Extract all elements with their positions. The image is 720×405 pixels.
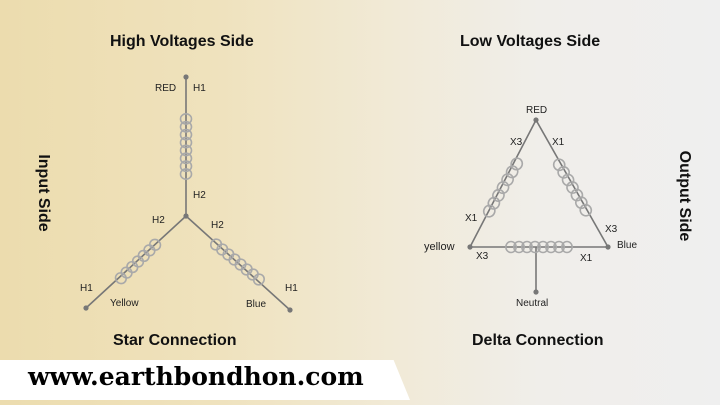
delta-neutral-terminal: [533, 289, 539, 295]
delta-connection-heading: Delta Connection: [472, 332, 604, 349]
star-blue-winding: [209, 238, 266, 286]
delta-bottom-x1-label: X1: [580, 253, 593, 264]
delta-top-x1-label: X1: [552, 137, 565, 148]
delta-red-label: RED: [526, 105, 548, 116]
delta-right-x3-label: X3: [605, 224, 618, 235]
star-neutral-point: [183, 213, 189, 219]
star-blue-label: Blue: [246, 299, 267, 310]
star-connection-diagram: [83, 74, 293, 313]
star-red-terminal: [183, 74, 189, 80]
website-banner: [0, 360, 410, 400]
delta-yellow-terminal: [467, 244, 473, 250]
delta-left-x1-label: X1: [465, 213, 478, 224]
star-center-h2-top-label: H2: [193, 190, 206, 201]
delta-blue-terminal: [605, 244, 611, 250]
delta-yellow-label: yellow: [424, 241, 455, 253]
delta-connection-diagram: [467, 117, 611, 295]
star-yellow-terminal: [83, 305, 89, 311]
star-connection-heading: Star Connection: [113, 332, 237, 349]
star-yellow-winding: [114, 238, 162, 285]
star-center-h2-right-label: H2: [211, 220, 224, 231]
delta-blue-label: Blue: [617, 240, 638, 251]
delta-right-winding: [552, 158, 593, 217]
high-voltage-side-heading: High Voltages Side: [110, 33, 254, 50]
star-right-h1-label: H1: [285, 283, 298, 294]
delta-left-winding: [482, 157, 524, 218]
star-top-h1-label: H1: [193, 83, 206, 94]
star-red-winding: [179, 113, 193, 180]
star-left-h1-label: H1: [80, 283, 93, 294]
star-blue-terminal: [287, 307, 293, 313]
low-voltage-side-heading: Low Voltages Side: [460, 33, 601, 50]
website-url[interactable]: www.earthbondhon.com: [28, 362, 364, 391]
star-center-h2-left-label: H2: [152, 215, 165, 226]
delta-bottom-x3-label: X3: [476, 251, 489, 262]
delta-bottom-winding: [505, 240, 573, 254]
star-red-label: RED: [155, 83, 177, 94]
star-yellow-phase-line: [85, 215, 187, 309]
star-yellow-label: Yellow: [110, 298, 139, 309]
delta-red-terminal: [533, 117, 539, 123]
delta-neutral-label: Neutral: [516, 298, 549, 309]
delta-top-x3-label: X3: [510, 137, 523, 148]
